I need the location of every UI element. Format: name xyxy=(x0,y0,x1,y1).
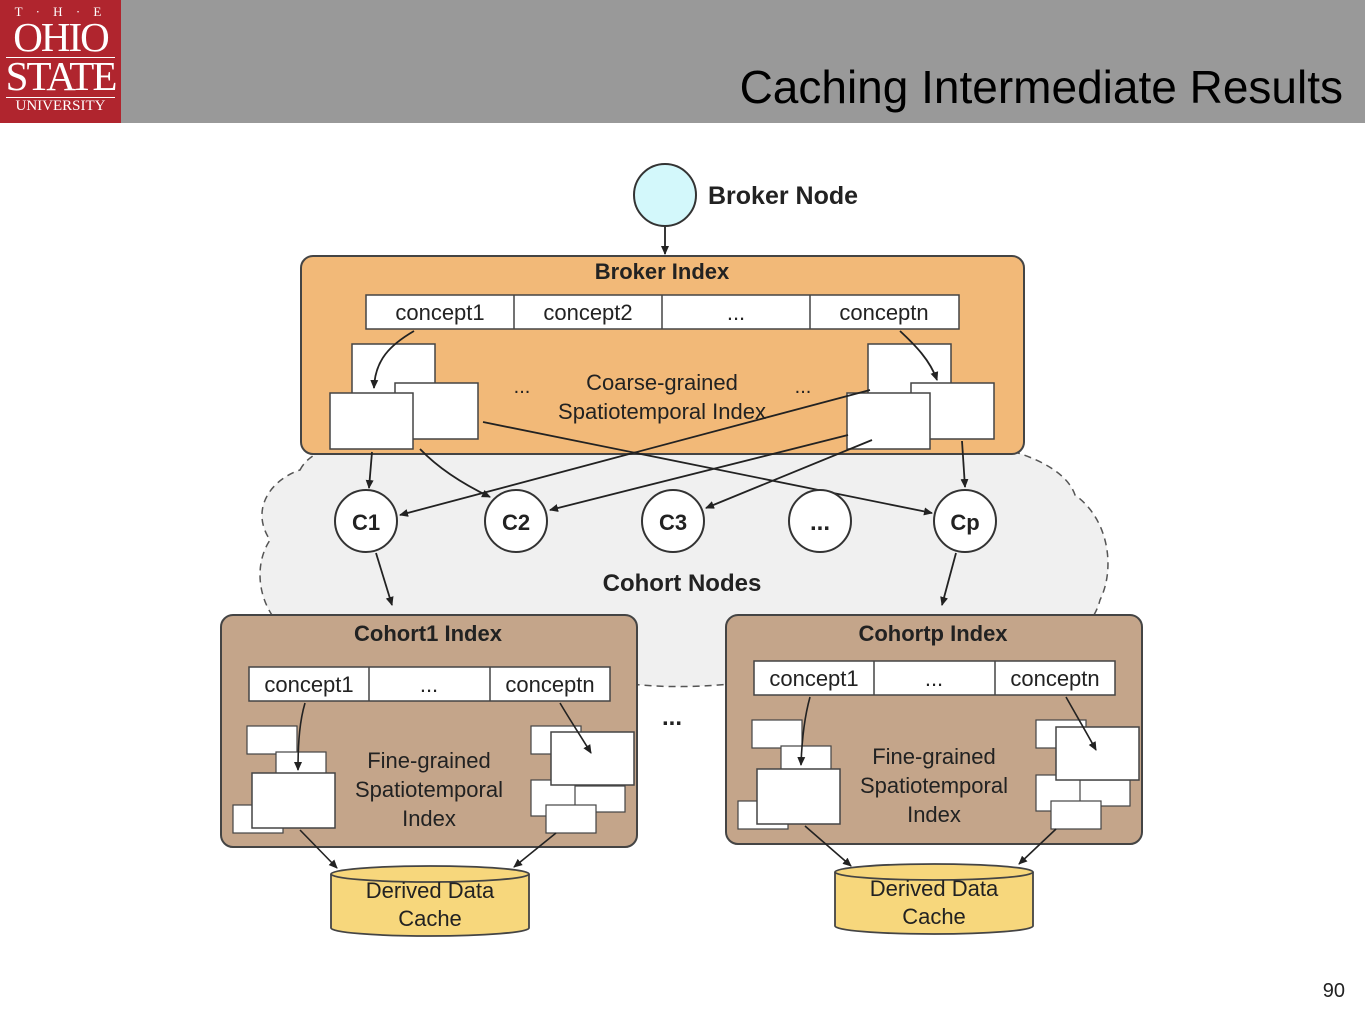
broker-concept-n: conceptn xyxy=(839,300,928,325)
broker-concept-ellipsis: ... xyxy=(727,300,745,325)
cohortp-index-label-2: Spatiotemporal xyxy=(860,773,1008,798)
broker-concept-row: concept1 concept2 ... conceptn xyxy=(365,294,960,330)
ohio-state-logo: T · H · E OHIO STATE UNIVERSITY xyxy=(0,0,121,123)
cohort1-index-label-1: Fine-grained xyxy=(367,748,491,773)
broker-concept-1: concept1 xyxy=(395,300,484,325)
broker-index-title: Broker Index xyxy=(595,259,730,284)
arrow-cohort1-right-to-cache xyxy=(513,832,557,868)
broker-index-label-line2: Spatiotemporal Index xyxy=(558,399,766,424)
broker-node-label: Broker Node xyxy=(708,182,858,210)
cohort1-index-label-3: Index xyxy=(402,806,456,831)
arrow-cohort1-left-to-cache xyxy=(299,829,338,869)
cohortp-index-label-1: Fine-grained xyxy=(872,744,996,769)
cohort1-cache-line2: Cache xyxy=(398,906,462,931)
broker-node-circle xyxy=(633,163,697,227)
cohort1-index: Cohort1 Index concept1 ... conceptn Fine… xyxy=(220,614,638,848)
arrow-cohort1-concept1 xyxy=(294,702,306,771)
cohort-node-ellipsis: ... xyxy=(788,489,852,553)
logo-ohio: OHIO xyxy=(13,14,109,60)
cohort-node-c2: C2 xyxy=(484,489,548,553)
cohort1-concept-ellipsis: ... xyxy=(420,672,438,697)
arrow-broker-to-c1 xyxy=(365,451,374,489)
arrow-cohortp-concept1 xyxy=(797,696,811,766)
logo-university: UNIVERSITY xyxy=(15,98,106,114)
arrow-broker-to-cp xyxy=(960,440,969,488)
cohortp-cache-line2: Cache xyxy=(902,904,966,929)
broker-index-nodes-left xyxy=(329,343,479,450)
broker-index-label-line1: Coarse-grained xyxy=(586,370,738,395)
arrow-conceptn-to-node xyxy=(899,330,939,381)
slide-title: Caching Intermediate Results xyxy=(739,61,1343,113)
logo-rule xyxy=(6,97,115,98)
cohortp-cache-line1: Derived Data xyxy=(870,876,999,901)
arrow-cohort1-conceptn xyxy=(559,702,592,754)
arrow-concept1-to-node xyxy=(370,330,415,389)
cohort1-concept-n: conceptn xyxy=(505,672,594,697)
cohort-node-cp: Cp xyxy=(933,489,997,553)
cohort-node-c3-label: C3 xyxy=(659,510,687,535)
cohortp-derived-data-cache: Derived Data Cache xyxy=(834,863,1034,935)
cohort-index-between-ellipsis: ... xyxy=(662,704,682,731)
cohort-node-cp-label: Cp xyxy=(950,510,979,535)
slide-header xyxy=(0,0,1365,123)
arrow-cohortp-conceptn xyxy=(1065,696,1097,751)
cohort1-cache-line1: Derived Data xyxy=(366,878,495,903)
arrow-cohortp-left-to-cache xyxy=(804,825,852,867)
cohort-nodes-label: Cohort Nodes xyxy=(603,570,762,597)
cohort-node-c1: C1 xyxy=(334,489,398,553)
broker-index-ellipsis-left: ... xyxy=(514,376,531,398)
arrow-c1-to-cohort1-index xyxy=(375,552,394,606)
arrow-cohortp-right-to-cache xyxy=(1018,828,1057,865)
cohort-node-ellipsis-label: ... xyxy=(810,509,830,536)
cohortp-concept-1: concept1 xyxy=(769,666,858,691)
cohortp-concept-n: conceptn xyxy=(1010,666,1099,691)
broker-index-ellipsis-right: ... xyxy=(795,376,812,398)
logo-rule xyxy=(6,57,115,58)
cohortp-index-title: Cohortp Index xyxy=(858,621,1008,646)
cohortp-concept-ellipsis: ... xyxy=(925,666,943,691)
arrow-broker-to-cp-long xyxy=(482,421,933,516)
page-number: 90 xyxy=(1322,980,1345,1002)
arrow-rightnode-to-c2 xyxy=(549,434,849,512)
logo-state: STATE xyxy=(5,53,118,99)
broker-index-nodes-right xyxy=(846,343,995,450)
arrow-cp-to-cohortp-index xyxy=(940,552,957,606)
cohort-node-c2-label: C2 xyxy=(502,510,530,535)
cohort1-concept-1: concept1 xyxy=(264,672,353,697)
cohort1-index-title: Cohort1 Index xyxy=(354,621,503,646)
cohort-node-c3: C3 xyxy=(641,489,705,553)
arrow-rightnode-to-c1 xyxy=(399,389,871,517)
cohort1-index-label-2: Spatiotemporal xyxy=(355,777,503,802)
broker-concept-2: concept2 xyxy=(543,300,632,325)
cohortp-index-label-3: Index xyxy=(907,802,961,827)
logo-the: T · H · E xyxy=(14,4,107,19)
cohort-node-c1-label: C1 xyxy=(352,510,380,535)
arrow-rightnode-to-c3 xyxy=(705,439,873,509)
cohort1-derived-data-cache: Derived Data Cache xyxy=(330,865,530,937)
cohortp-index: Cohortp Index concept1 ... conceptn Fine… xyxy=(725,614,1143,845)
